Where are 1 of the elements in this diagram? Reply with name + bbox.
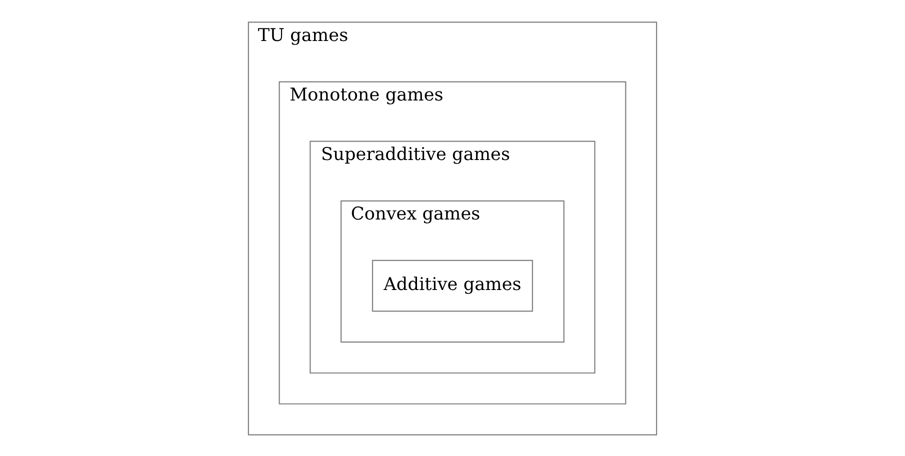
node-box: Additive games [372, 259, 534, 312]
